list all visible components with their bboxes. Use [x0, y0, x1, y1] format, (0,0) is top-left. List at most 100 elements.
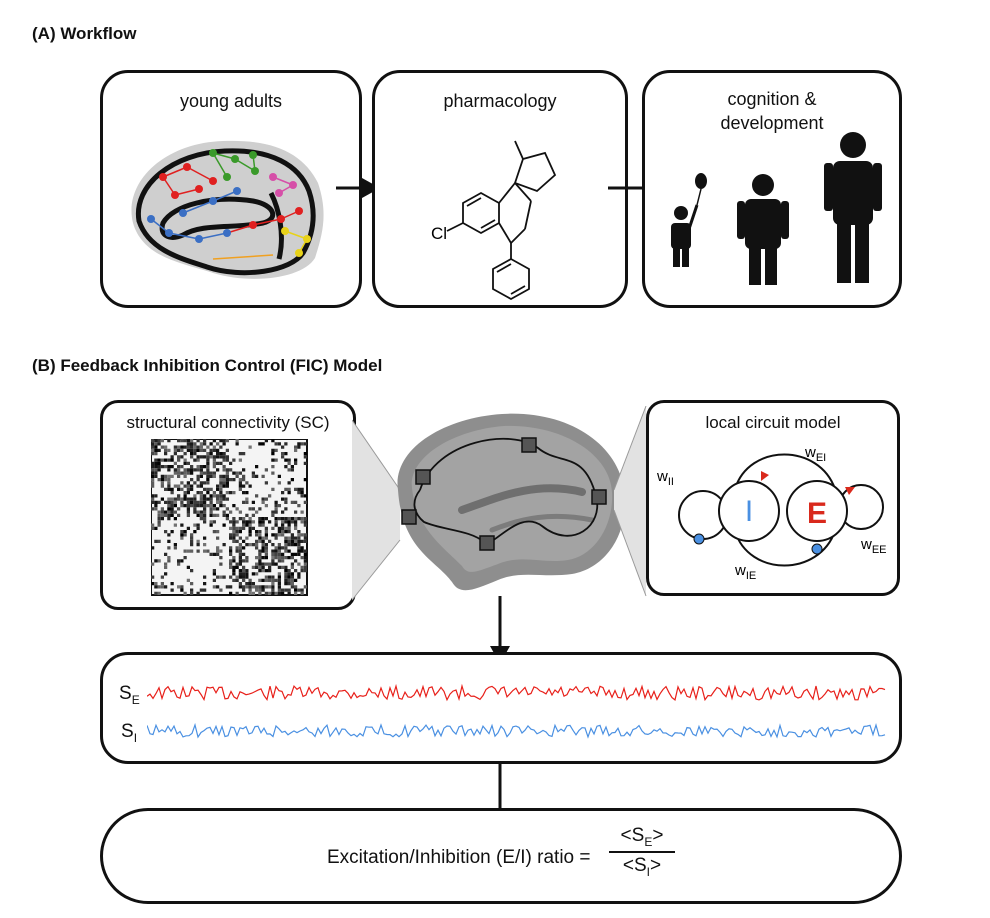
- matrix-cell: [203, 455, 207, 459]
- matrix-cell: [186, 487, 190, 491]
- matrix-cell: [216, 585, 220, 589]
- matrix-cell: [258, 523, 262, 527]
- matrix-cell: [258, 539, 262, 543]
- matrix-cell: [235, 520, 239, 524]
- matrix-cell: [235, 549, 239, 553]
- matrix-cell: [186, 442, 190, 446]
- matrix-cell: [235, 507, 239, 511]
- matrix-cell: [264, 517, 268, 521]
- matrix-cell: [193, 494, 197, 498]
- matrix-cell: [235, 471, 239, 475]
- matrix-cell: [242, 588, 246, 592]
- matrix-cell: [242, 478, 246, 482]
- matrix-cell: [261, 565, 265, 569]
- matrix-cell: [235, 439, 239, 443]
- matrix-cell: [190, 471, 194, 475]
- matrix-cell: [300, 510, 304, 514]
- matrix-cell: [216, 500, 220, 504]
- matrix-cell: [281, 533, 285, 537]
- matrix-cell: [297, 562, 301, 566]
- matrix-cell: [203, 497, 207, 501]
- matrix-cell: [294, 559, 298, 563]
- matrix-cell: [300, 546, 304, 550]
- matrix-cell: [167, 539, 171, 543]
- matrix-cell: [232, 536, 236, 540]
- matrix-cell: [281, 520, 285, 524]
- matrix-cell: [170, 491, 174, 495]
- matrix-cell: [209, 497, 213, 501]
- matrix-cell: [225, 507, 229, 511]
- matrix-cell: [151, 445, 155, 449]
- matrix-cell: [157, 442, 161, 446]
- matrix-cell: [160, 517, 164, 521]
- signal-traces: [147, 683, 886, 739]
- matrix-cell: [294, 461, 298, 465]
- matrix-cell: [245, 536, 249, 540]
- matrix-cell: [193, 504, 197, 508]
- matrix-cell: [232, 539, 236, 543]
- matrix-cell: [225, 497, 229, 501]
- matrix-cell: [294, 510, 298, 514]
- matrix-cell: [154, 461, 158, 465]
- ratio-numerator: <SE>: [609, 825, 675, 853]
- matrix-cell: [290, 575, 294, 579]
- matrix-cell: [160, 478, 164, 482]
- weight-w-ee: wEE: [860, 536, 887, 556]
- matrix-cell: [284, 556, 288, 560]
- matrix-cell: [251, 507, 255, 511]
- matrix-cell: [206, 474, 210, 478]
- matrix-cell: [232, 517, 236, 521]
- matrix-cell: [284, 546, 288, 550]
- matrix-cell: [274, 578, 278, 582]
- matrix-cell: [219, 478, 223, 482]
- matrix-cell: [229, 562, 233, 566]
- matrix-cell: [196, 445, 200, 449]
- matrix-cell: [284, 507, 288, 511]
- matrix-cell: [242, 526, 246, 530]
- matrix-cell: [261, 523, 265, 527]
- matrix-cell: [225, 478, 229, 482]
- matrix-cell: [264, 468, 268, 472]
- matrix-cell: [157, 585, 161, 589]
- matrix-cell: [222, 439, 226, 443]
- matrix-cell: [206, 481, 210, 485]
- matrix-cell: [281, 559, 285, 563]
- matrix-cell: [261, 474, 265, 478]
- matrix-cell: [297, 530, 301, 534]
- matrix-cell: [232, 530, 236, 534]
- matrix-cell: [203, 487, 207, 491]
- matrix-cell: [167, 504, 171, 508]
- matrix-cell: [277, 481, 281, 485]
- matrix-cell: [245, 491, 249, 495]
- matrix-cell: [303, 552, 307, 556]
- matrix-cell: [183, 471, 187, 475]
- matrix-cell: [238, 481, 242, 485]
- matrix-cell: [193, 445, 197, 449]
- matrix-cell: [160, 510, 164, 514]
- matrix-cell: [190, 484, 194, 488]
- matrix-cell: [154, 539, 158, 543]
- matrix-cell: [203, 494, 207, 498]
- matrix-cell: [190, 445, 194, 449]
- matrix-cell: [196, 526, 200, 530]
- matrix-cell: [271, 556, 275, 560]
- matrix-cell: [284, 569, 288, 573]
- matrix-cell: [300, 520, 304, 524]
- matrix-cell: [199, 465, 203, 469]
- matrix-cell: [151, 507, 155, 511]
- matrix-cell: [209, 513, 213, 517]
- matrix-cell: [281, 565, 285, 569]
- matrix-cell: [164, 565, 168, 569]
- matrix-cell: [199, 497, 203, 501]
- matrix-cell: [209, 510, 213, 514]
- matrix-cell: [196, 468, 200, 472]
- matrix-cell: [258, 442, 262, 446]
- matrix-cell: [203, 575, 207, 579]
- matrix-cell: [186, 468, 190, 472]
- matrix-cell: [216, 536, 220, 540]
- matrix-cell: [190, 504, 194, 508]
- matrix-cell: [287, 556, 291, 560]
- matrix-cell: [255, 572, 259, 576]
- matrix-cell: [229, 575, 233, 579]
- matrix-cell: [209, 448, 213, 452]
